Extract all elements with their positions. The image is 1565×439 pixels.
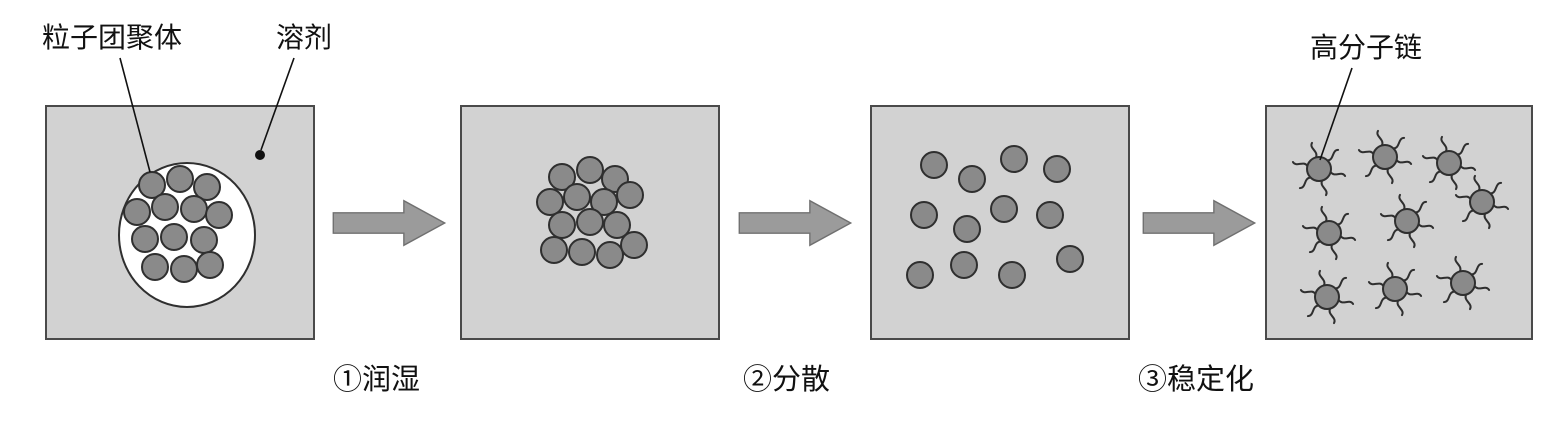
- process-arrow-1: [332, 199, 447, 247]
- solvent-label: 溶剂: [276, 23, 333, 54]
- stage-box-wetted: [460, 105, 720, 340]
- stabilized-particles-graphic: [1291, 129, 1510, 325]
- wetted-cluster-graphic: [536, 156, 648, 269]
- step-label-wetting: ①润湿: [333, 364, 421, 396]
- polymer-chain-label: 高分子链: [1310, 33, 1423, 64]
- stage-box-agglomerated: [45, 105, 315, 340]
- step-label-stabilization: ③稳定化: [1138, 364, 1255, 396]
- agglomerate-label: 粒子团聚体: [42, 23, 183, 54]
- stage-box-dispersed: [870, 105, 1130, 340]
- dispersed-particles-graphic: [906, 145, 1084, 289]
- stage-box-stabilized: [1265, 105, 1533, 340]
- process-arrow-3: [1142, 199, 1257, 247]
- agglomerated-particles-graphic: [118, 162, 256, 308]
- step-label-dispersion: ②分散: [743, 364, 831, 396]
- process-arrow-2: [738, 199, 853, 247]
